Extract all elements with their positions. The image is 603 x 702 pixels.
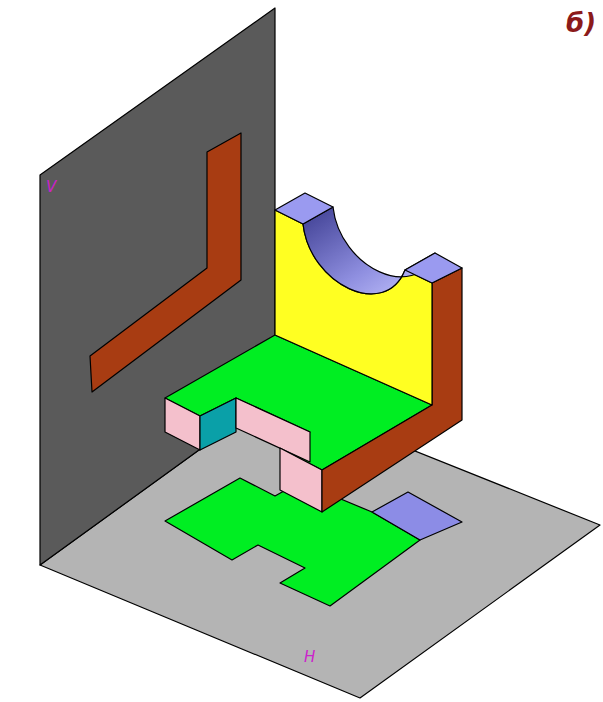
block-front-face bbox=[165, 398, 200, 450]
slot-side-face bbox=[200, 398, 236, 450]
front-projection bbox=[90, 133, 241, 392]
block-front-face bbox=[280, 448, 322, 512]
plane-label: V bbox=[46, 180, 56, 195]
wall-top-face bbox=[405, 253, 462, 283]
slot-back-face bbox=[236, 398, 310, 462]
cutout-surface bbox=[303, 207, 435, 294]
top-projection-strip bbox=[372, 492, 462, 540]
plane-label: H bbox=[304, 650, 315, 665]
wall-front-face bbox=[275, 210, 432, 405]
figure-label: б) bbox=[566, 10, 596, 36]
wall-top-face bbox=[275, 193, 333, 224]
